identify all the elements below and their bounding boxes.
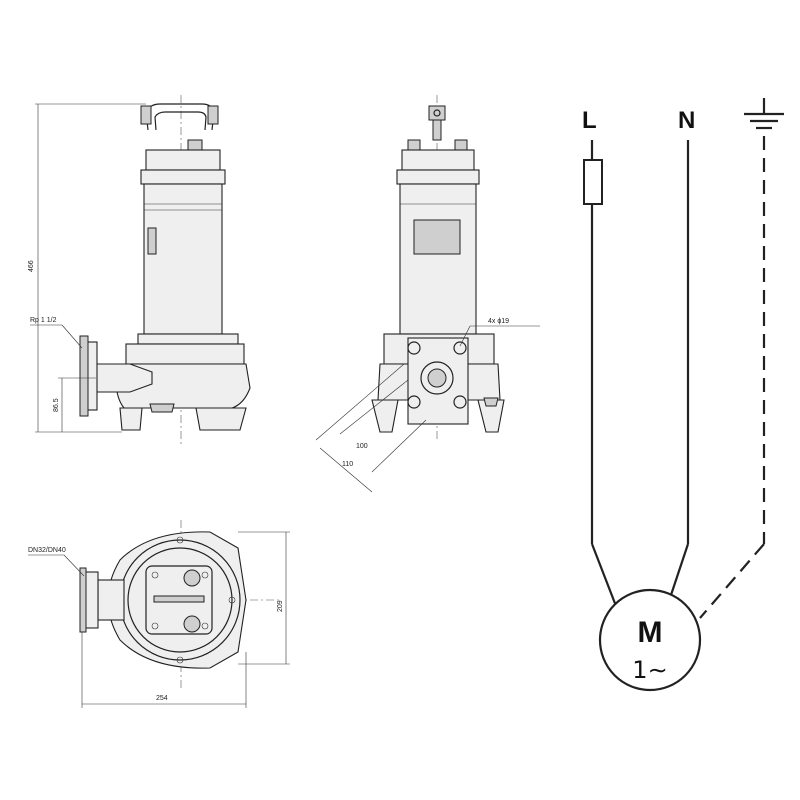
dim-holes: 4x ϕ19: [488, 318, 509, 325]
motor-icon: [598, 588, 702, 692]
dim-length-254: 254: [156, 695, 168, 702]
dim-inlet-height: 86.5: [53, 398, 60, 412]
dim-100: 100: [356, 443, 368, 450]
dim-width-209: 209: [277, 600, 284, 612]
motor-phase: 1∼: [632, 656, 667, 684]
line-label: L: [582, 107, 597, 134]
neutral-label: N: [678, 107, 695, 134]
dim-inlet-thread: Rp 1 1/2: [30, 317, 57, 324]
dim-110: 110: [342, 461, 353, 468]
fuse-icon: [583, 159, 603, 205]
top-view: DN32/DN40 209 254: [28, 520, 290, 708]
front-view: 4x ϕ19 100 110: [315, 95, 540, 493]
motor-label: M: [638, 616, 663, 649]
dim-flange: DN32/DN40: [28, 547, 66, 554]
dim-height-total: 466: [28, 260, 35, 272]
earth-ground-icon: [744, 98, 784, 130]
wiring-diagram: L N M 1∼: [582, 98, 784, 692]
side-view: 466 Rp 1 1/2 86.5: [28, 95, 251, 445]
